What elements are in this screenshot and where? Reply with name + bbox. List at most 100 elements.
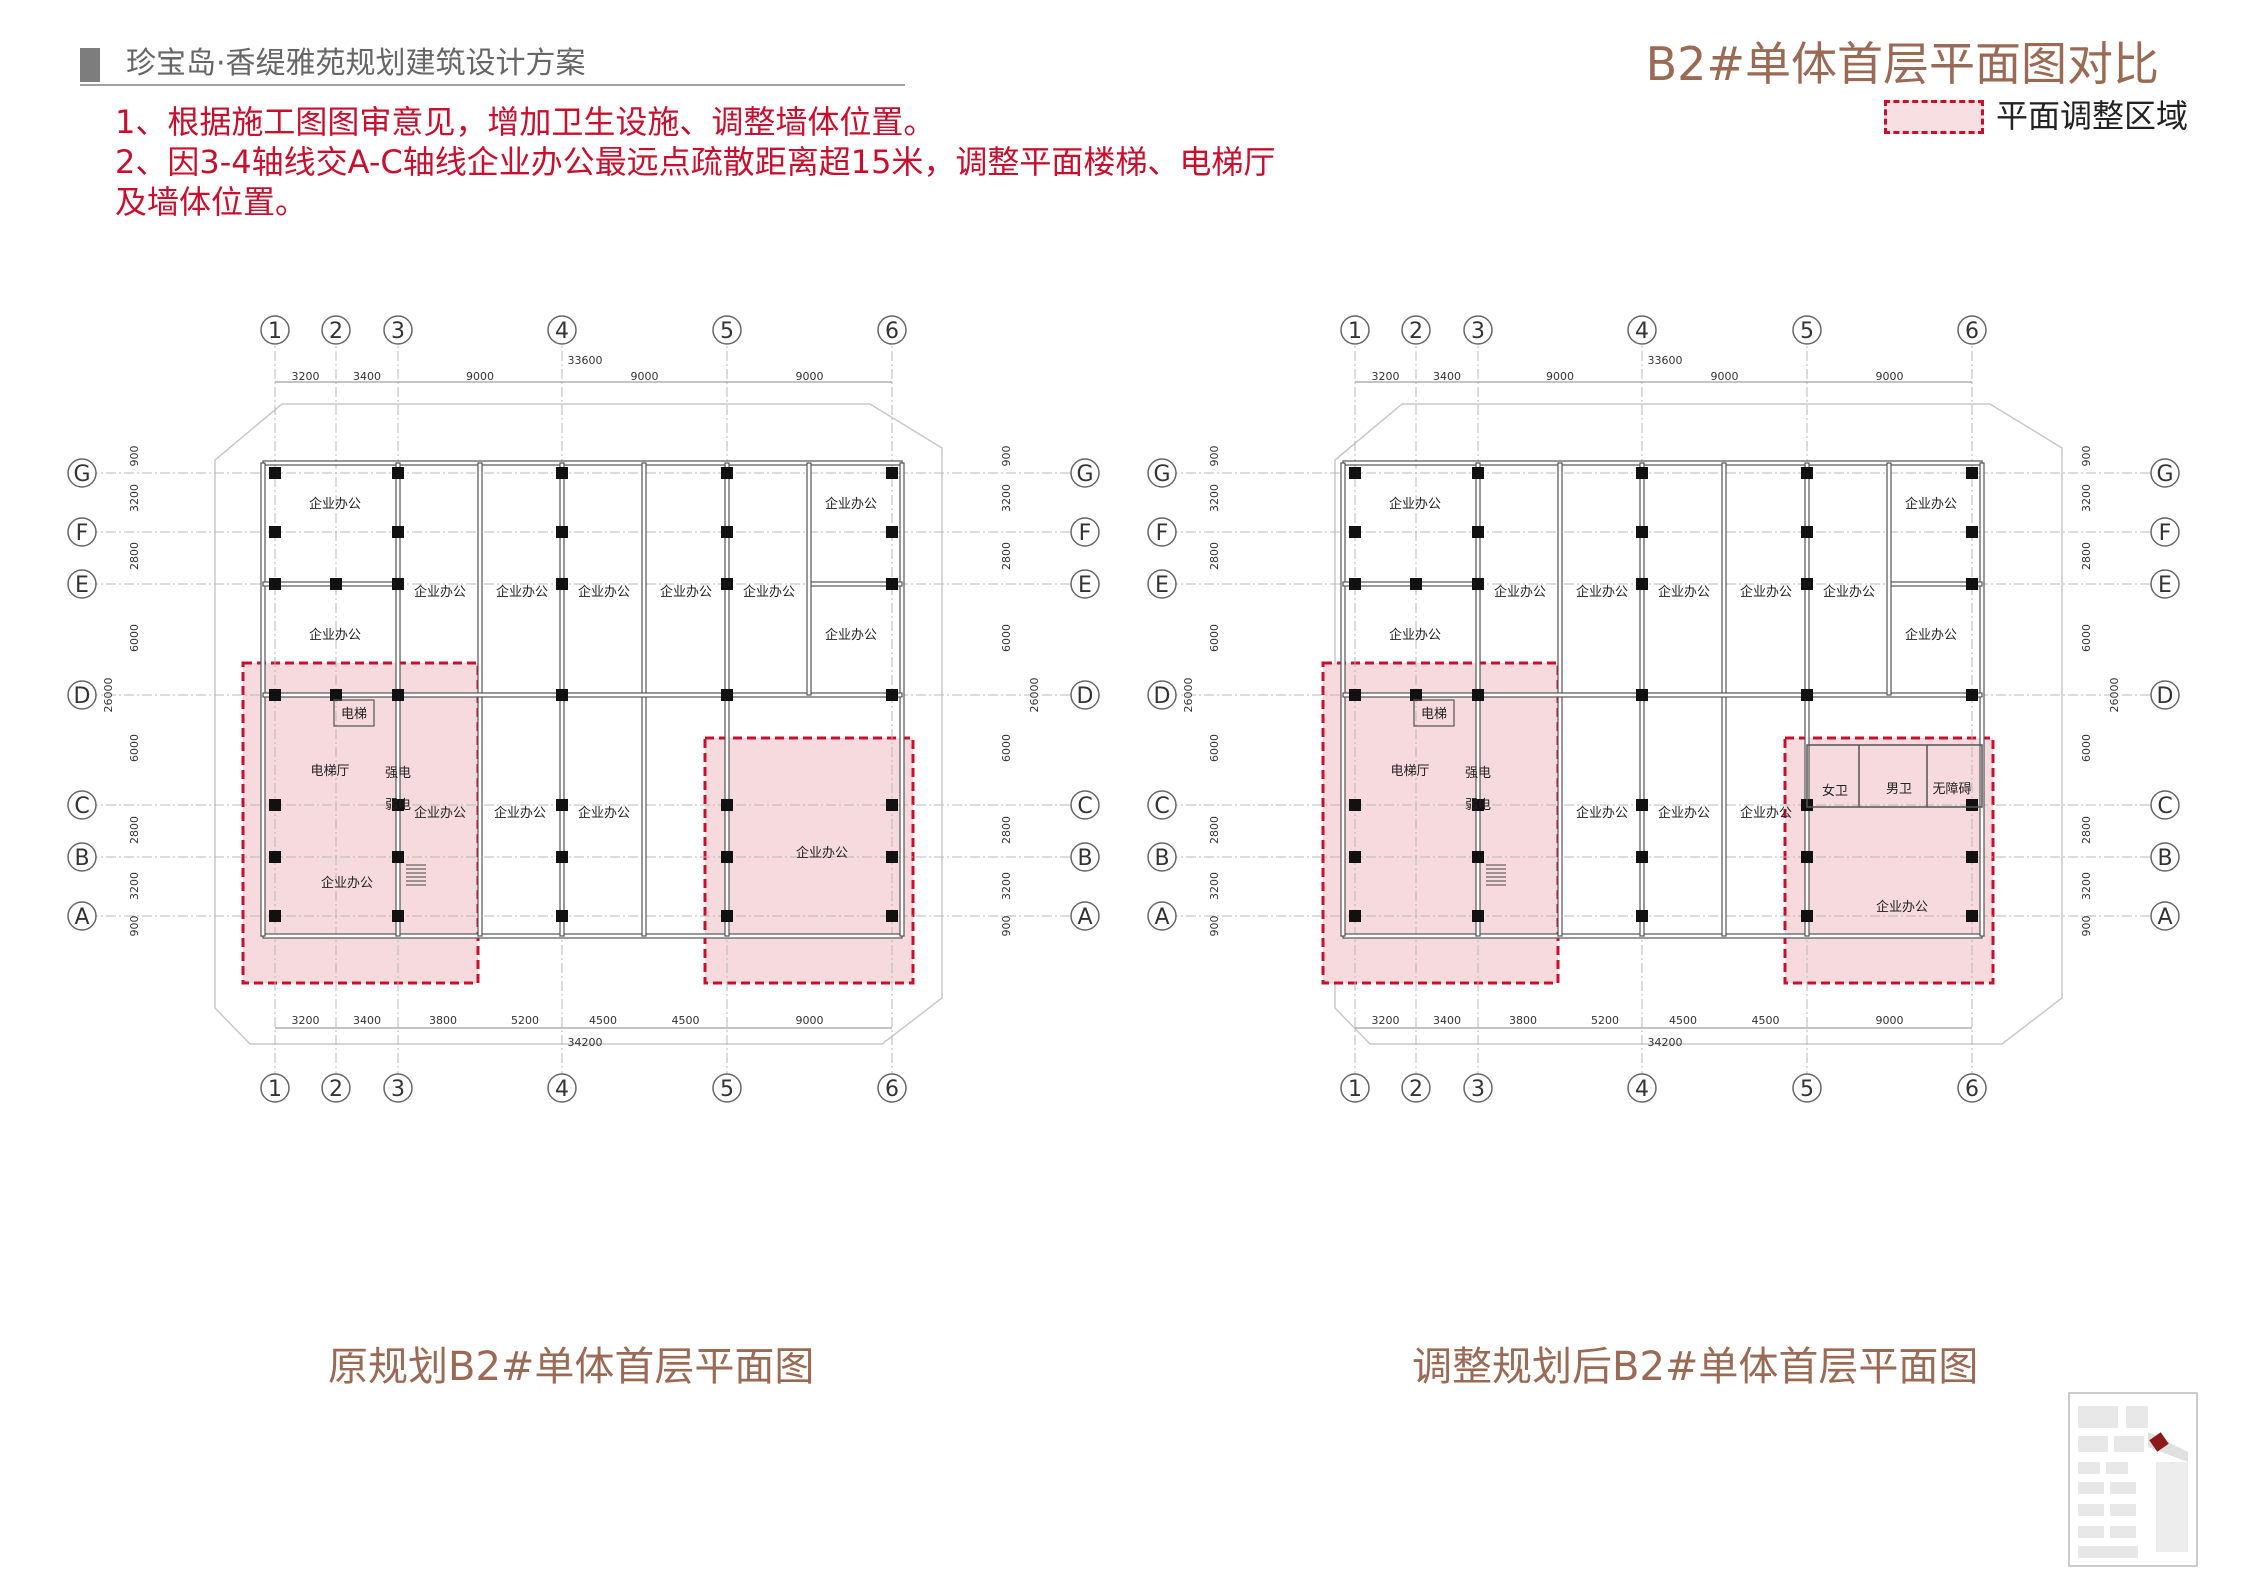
column <box>1472 799 1484 811</box>
axis-bubble <box>1070 517 1100 547</box>
column <box>1966 689 1978 701</box>
axis-label-y: C <box>2157 794 2172 819</box>
axis-bubble <box>1070 790 1100 820</box>
column <box>556 910 568 922</box>
axis-label-y: C <box>1077 794 1092 819</box>
axis-label-x: 4 <box>1635 1077 1649 1102</box>
dim-bottom: 4500 <box>1752 1014 1780 1027</box>
site-key-map <box>2068 1392 2198 1567</box>
column <box>1801 467 1813 479</box>
room-label: 企业办公 <box>309 627 361 643</box>
axis-bubble <box>1070 569 1100 599</box>
axis-label-y: G <box>1076 462 1093 487</box>
room-label: 企业办公 <box>1576 584 1628 600</box>
dim-top: 9000 <box>1546 370 1574 383</box>
room-label: 企业办公 <box>414 805 466 821</box>
axis-bubble <box>67 901 97 931</box>
axis-label-x: 6 <box>1965 319 1979 344</box>
axis-label-x: 5 <box>720 319 734 344</box>
axis-label-x: 4 <box>1635 319 1649 344</box>
header-divider <box>80 84 905 86</box>
column <box>886 689 898 701</box>
dim-side-right: 900 <box>2080 916 2093 937</box>
column <box>269 689 281 701</box>
dim-side-total: 26000 <box>102 678 115 713</box>
wall <box>260 462 266 937</box>
wall <box>641 462 647 937</box>
column <box>1801 851 1813 863</box>
axis-label-x: 5 <box>720 1077 734 1102</box>
column <box>1966 851 1978 863</box>
axis-bubble <box>712 1073 742 1103</box>
dim-top: 9000 <box>796 370 824 383</box>
restroom-block <box>1806 744 1983 808</box>
axis-bubble <box>1792 315 1822 345</box>
axis-bubble <box>1340 1073 1370 1103</box>
axis-bubble <box>67 517 97 547</box>
axis-label-y: A <box>74 905 89 930</box>
column <box>1349 851 1361 863</box>
column <box>269 467 281 479</box>
column <box>556 851 568 863</box>
dim-side-left: 900 <box>128 446 141 467</box>
column <box>1801 526 1813 538</box>
room-label: 企业办公 <box>321 875 373 891</box>
dim-side-left: 900 <box>128 916 141 937</box>
axis-label-x: 1 <box>268 319 282 344</box>
axis-label-y: C <box>1154 794 1169 819</box>
axis-bubble <box>1147 517 1177 547</box>
axis-bubble <box>383 1073 413 1103</box>
room-label: 企业办公 <box>1876 899 1928 915</box>
axis-bubble <box>2150 458 2180 488</box>
wall <box>1886 462 1892 696</box>
axis-bubble <box>1463 315 1493 345</box>
axis-label-y: B <box>1154 846 1169 871</box>
axis-bubble <box>1070 842 1100 872</box>
axis-label-x: 5 <box>1800 1077 1814 1102</box>
room-label: 企业办公 <box>309 496 361 512</box>
axis-bubble <box>67 842 97 872</box>
axis-label-y: E <box>75 573 89 598</box>
column <box>886 578 898 590</box>
dim-side-right: 900 <box>1000 916 1013 937</box>
wall <box>1477 692 1983 698</box>
axis-bubble <box>1627 315 1657 345</box>
axis-bubble <box>2150 569 2180 599</box>
dim-side-right: 3200 <box>2080 872 2093 900</box>
axis-bubble <box>383 315 413 345</box>
axis-label-x: 1 <box>268 1077 282 1102</box>
column <box>721 526 733 538</box>
axis-bubble <box>1070 901 1100 931</box>
axis-bubble <box>1147 842 1177 872</box>
column <box>1966 467 1978 479</box>
axis-bubble <box>1340 315 1370 345</box>
axis-label-y: E <box>1155 573 1169 598</box>
column <box>721 467 733 479</box>
wall <box>1979 462 1985 937</box>
column <box>269 910 281 922</box>
axis-bubble <box>2150 517 2180 547</box>
room-label: 企业办公 <box>1823 584 1875 600</box>
dim-bottom: 9000 <box>796 1014 824 1027</box>
room-label: 企业办公 <box>825 627 877 643</box>
axis-label-y: F <box>76 521 89 546</box>
axis-label-y: D <box>2157 684 2174 709</box>
axis-bubble <box>1401 315 1431 345</box>
dim-side-right: 6000 <box>2080 734 2093 762</box>
column <box>721 689 733 701</box>
adjust-region-right <box>1783 736 1995 985</box>
axis-bubble <box>2150 680 2180 710</box>
axis-bubble <box>321 315 351 345</box>
column <box>330 689 342 701</box>
axis-bubble <box>1957 1073 1987 1103</box>
column <box>269 799 281 811</box>
womens-restroom-label: 女卫 <box>1822 783 1848 799</box>
axis-label-y: D <box>1154 684 1171 709</box>
axis-label-x: 3 <box>1471 1077 1485 1102</box>
column <box>1966 526 1978 538</box>
dim-bottom: 3200 <box>292 1014 320 1027</box>
room-label: 企业办公 <box>1494 584 1546 600</box>
dim-side-left: 2800 <box>1208 542 1221 570</box>
room-label: 企业办公 <box>578 805 630 821</box>
